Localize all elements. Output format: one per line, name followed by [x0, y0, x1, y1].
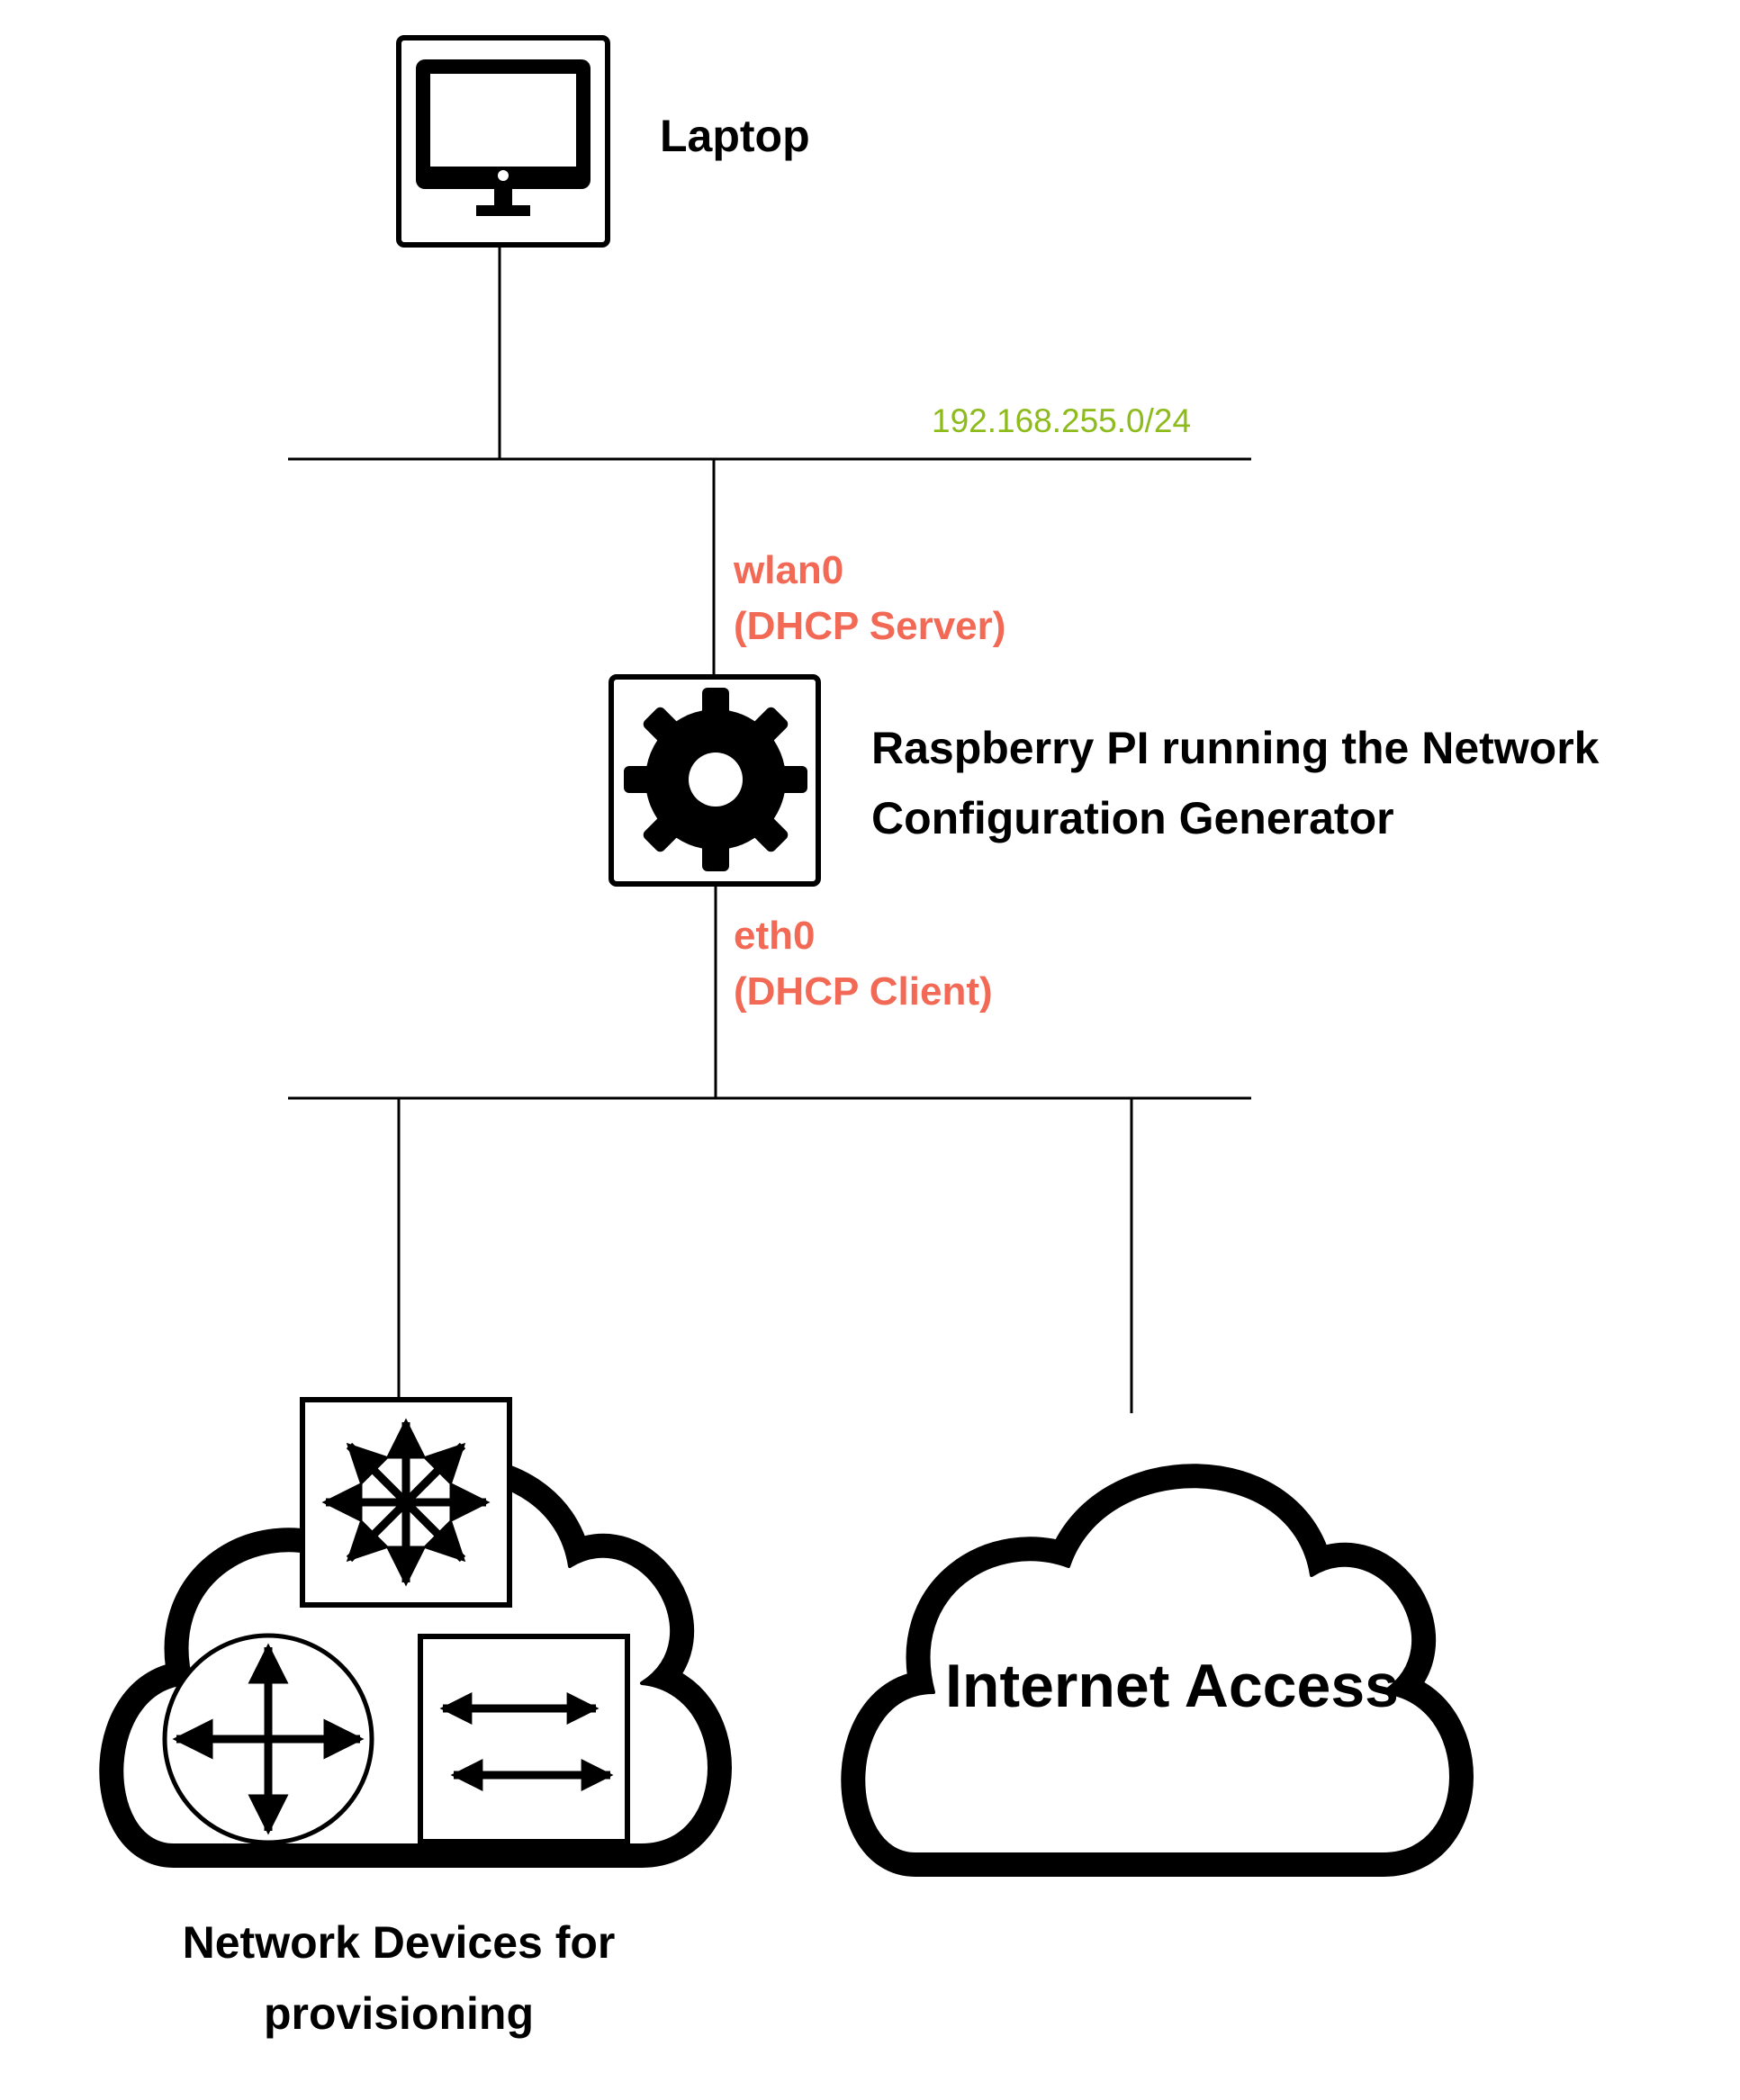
- wlan0-label: wlan0: [733, 548, 843, 592]
- gear-icon: [624, 688, 807, 871]
- laptop-node: [396, 35, 610, 248]
- devices-cloud-label-line1: Network Devices for: [183, 1917, 616, 1968]
- internet-cloud-label: Internet Access: [945, 1652, 1399, 1720]
- wlan0-role-label: (DHCP Server): [734, 604, 1005, 648]
- router-icon: [162, 1633, 374, 1845]
- raspberry-pi-label-line2: Configuration Generator: [871, 793, 1394, 843]
- eth0-label: eth0: [734, 914, 815, 958]
- multilayer-switch-icon: [300, 1397, 512, 1608]
- raspberry-pi-node: [609, 674, 821, 887]
- connectors: [288, 245, 1251, 1413]
- eth0-role-label: (DHCP Client): [734, 969, 993, 1014]
- subnet-label: 192.168.255.0/24: [932, 402, 1191, 439]
- raspberry-pi-label-line1: Raspberry PI running the Network: [871, 723, 1600, 773]
- monitor-icon: [416, 59, 591, 216]
- devices-cloud-label-line2: provisioning: [264, 1988, 534, 2039]
- switch-icon: [418, 1634, 630, 1844]
- laptop-label: Laptop: [660, 111, 810, 161]
